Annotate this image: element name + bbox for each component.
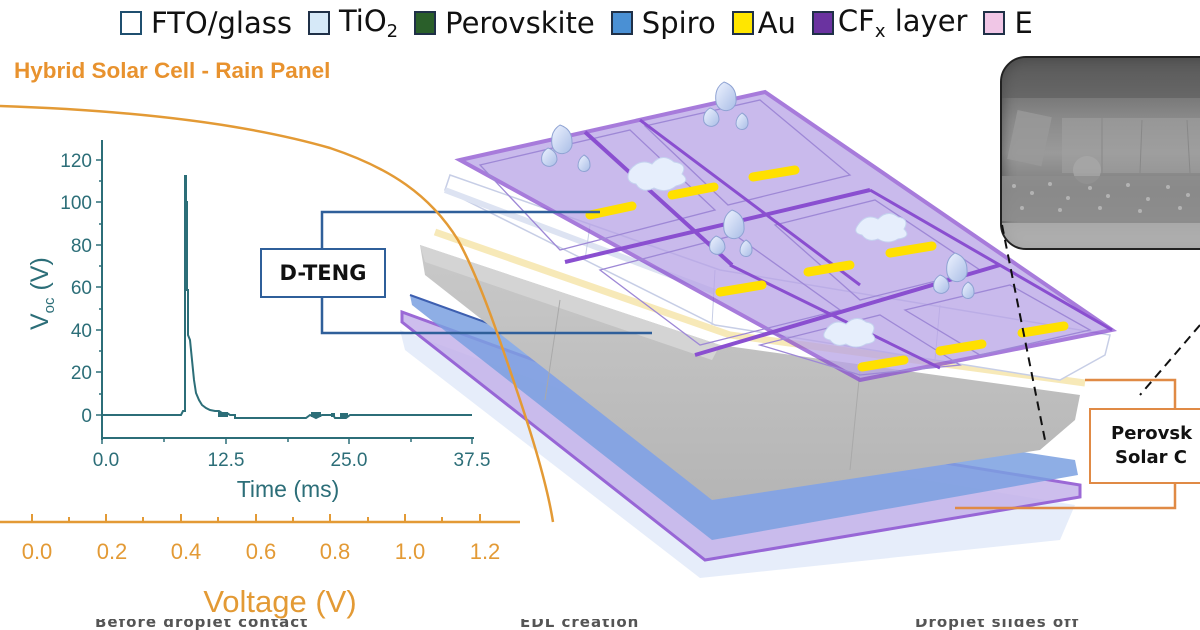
footer-caption-left: Before droplet contact	[95, 619, 309, 630]
x-tick-label: 0.2	[97, 539, 128, 564]
jv-curve	[0, 104, 555, 523]
perovskite-swatch-icon	[414, 11, 437, 35]
x-tick-label: 37.5	[454, 450, 491, 471]
figure-title: Hybrid Solar Cell - Rain Panel	[14, 58, 331, 83]
droplet-icon	[961, 281, 975, 299]
y-tick-label: 60	[71, 278, 92, 299]
legend-label-suffix: layer	[885, 4, 968, 38]
puddle-icon	[627, 157, 687, 192]
psc-label-line1: Perovsk	[1111, 422, 1193, 444]
legend-label: E	[1014, 6, 1033, 40]
dteng-label-box: D-TENG	[260, 248, 386, 298]
device-illustration	[400, 81, 1118, 578]
footer-caption-right: Droplet slides off	[915, 619, 1080, 630]
x-tick-label: 0.0	[93, 450, 119, 471]
droplet-icon	[946, 252, 968, 283]
x-tick-label: 1.0	[395, 539, 426, 564]
tio2-swatch-icon	[307, 11, 330, 35]
y-tick-label: 20	[71, 363, 92, 384]
droplet-icon	[541, 147, 558, 167]
x-tick-label: 1.2	[470, 539, 501, 564]
au-swatch-icon	[731, 11, 754, 35]
droplet-icon	[739, 239, 753, 257]
x-tick-label: 0.4	[171, 539, 202, 564]
y-tick-label: 100	[60, 193, 92, 214]
legend-item-electrode: E	[983, 6, 1033, 40]
droplet-icon	[551, 124, 573, 155]
legend-subscript: x	[874, 21, 886, 42]
voc-y-tick-labels: 120 100 80 60 40 20 0	[60, 151, 92, 427]
voc-inset-chart: 120 100 80 60 40 20 0 0.0 12.5 25.0 37.5…	[26, 140, 490, 502]
voc-y-axis-label: Voc (V)	[26, 257, 58, 330]
top-cfx-panel-grid	[454, 89, 1118, 383]
au-electrodes	[585, 165, 1069, 372]
psc-connector	[955, 378, 1177, 510]
water-droplets	[541, 81, 975, 299]
layer-legend: FTO/glass TiO2 Perovskite Spiro Au CFx l…	[120, 0, 1049, 46]
legend-label: CF	[837, 4, 875, 38]
x-tick-label: 0.0	[22, 539, 53, 564]
x-tick-label: 25.0	[331, 450, 368, 471]
puddle-icon	[855, 213, 908, 243]
droplet-icon	[715, 81, 737, 112]
voc-y-ticks	[96, 159, 102, 416]
legend-item-perovskite: Perovskite	[414, 6, 595, 40]
droplet-icon	[577, 154, 591, 172]
footer-caption-middle: EDL creation	[520, 619, 640, 630]
sem-texture	[1002, 58, 1200, 248]
jv-chart: 0.0 0.2 0.4 0.6 0.8 1.0 1.2 Voltage (V)	[0, 104, 555, 619]
dteng-connector	[320, 210, 652, 335]
legend-label: TiO	[338, 4, 387, 38]
y-tick-label: 80	[71, 236, 92, 257]
legend-label: Perovskite	[445, 6, 595, 40]
puddle-icon	[823, 318, 876, 348]
x-tick-label: 0.6	[246, 539, 277, 564]
voc-x-tick-labels: 0.0 12.5 25.0 37.5	[93, 450, 491, 471]
legend-label: FTO/glass	[151, 6, 292, 40]
water-puddles	[627, 157, 908, 348]
psc-label-line2: Solar C	[1115, 447, 1187, 468]
legend-item-au: Au	[731, 6, 796, 40]
sem-cross-section-image	[1000, 56, 1200, 250]
y-tick-label: 40	[71, 321, 92, 342]
fto-glass-swatch-icon	[120, 11, 142, 35]
jv-x-axis-label: Voltage (V)	[203, 584, 356, 619]
legend-item-spiro: Spiro	[610, 6, 716, 40]
jv-x-ticks	[31, 514, 481, 522]
droplet-icon	[703, 107, 720, 127]
droplet-icon	[933, 274, 950, 294]
electrode-swatch-icon	[983, 11, 1006, 35]
legend-item-cfx-layer: CFx layer	[811, 4, 968, 42]
droplet-icon	[735, 112, 749, 130]
dteng-label: D-TENG	[279, 261, 367, 285]
x-tick-label: 0.8	[320, 539, 351, 564]
legend-label: Au	[757, 6, 796, 40]
spiro-swatch-icon	[610, 11, 633, 35]
voc-x-axis-label: Time (ms)	[237, 476, 340, 502]
legend-item-tio2: TiO2	[307, 4, 399, 42]
legend-subscript: 2	[386, 21, 399, 42]
droplet-icon	[709, 235, 726, 255]
y-tick-label: 0	[81, 406, 92, 427]
sem-zoom-lines	[1001, 224, 1200, 441]
legend-item-fto-glass: FTO/glass	[120, 6, 292, 40]
droplet-icon	[723, 209, 745, 240]
legend-label: Spiro	[641, 6, 716, 40]
x-tick-label: 12.5	[208, 450, 245, 471]
jv-x-tick-labels: 0.0 0.2 0.4 0.6 0.8 1.0 1.2	[22, 539, 501, 564]
cfx-swatch-icon	[811, 11, 834, 35]
voc-x-ticks	[101, 438, 473, 444]
voc-noise-marks	[218, 412, 348, 417]
y-tick-label: 120	[60, 151, 92, 172]
perovskite-solar-cell-label-box: Perovsk Solar C	[1089, 408, 1200, 484]
